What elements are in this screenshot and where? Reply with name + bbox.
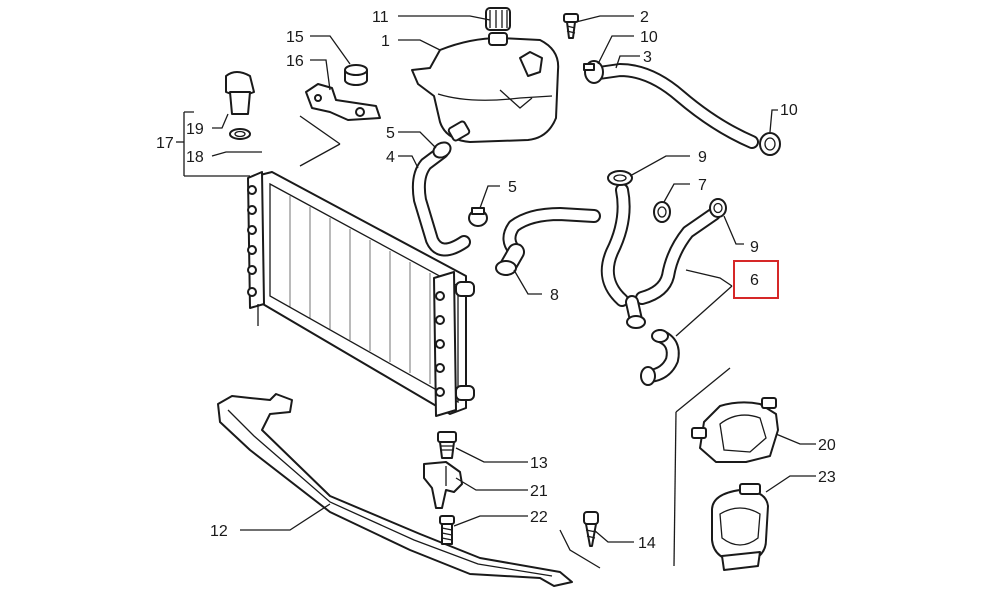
rubber-buffer-15 xyxy=(344,64,368,86)
screw-2 xyxy=(563,13,579,39)
label-8: 8 xyxy=(550,287,559,304)
hose-clamp-10-top xyxy=(583,60,604,84)
expansion-tank-cap xyxy=(485,7,511,31)
expansion-tank xyxy=(411,32,560,143)
hose-6-assembly xyxy=(600,183,721,386)
label-10-top: 10 xyxy=(640,29,658,46)
radiator-fins xyxy=(289,196,431,384)
highlight-box xyxy=(733,260,779,299)
sensor-21 xyxy=(423,461,463,509)
hose-clamp-5-right xyxy=(468,207,488,227)
hose-clamp-9-right xyxy=(709,198,727,218)
detail-box-outline xyxy=(673,367,731,567)
label-12: 12 xyxy=(210,523,228,540)
label-22: 22 xyxy=(530,509,548,526)
label-19: 19 xyxy=(186,121,204,138)
label-1: 1 xyxy=(381,33,390,50)
radiator-plug-19 xyxy=(225,71,255,115)
label-2: 2 xyxy=(640,9,649,26)
lower-crossmember-12 xyxy=(217,393,601,587)
label-3: 3 xyxy=(643,49,652,66)
highlighted-part-6: 6 xyxy=(733,260,779,299)
label-7: 7 xyxy=(698,177,707,194)
label-4: 4 xyxy=(386,149,395,166)
hose-clamp-9-top xyxy=(607,170,633,186)
radiator xyxy=(247,171,475,417)
label-9-right: 9 xyxy=(750,239,759,256)
seal-washer-18 xyxy=(229,128,251,140)
label-21: 21 xyxy=(530,483,548,500)
bolt-22 xyxy=(439,515,455,545)
label-5-right: 5 xyxy=(508,179,517,196)
label-9-top: 9 xyxy=(698,149,707,166)
label-6: 6 xyxy=(750,272,759,289)
label-16: 16 xyxy=(286,53,304,70)
label-11: 11 xyxy=(372,9,389,26)
temperature-sensor-13 xyxy=(437,431,457,459)
hose-3 xyxy=(585,63,759,149)
hose-clamp-7 xyxy=(653,201,671,223)
label-13: 13 xyxy=(530,455,548,472)
label-23: 23 xyxy=(818,469,836,486)
screw-14 xyxy=(583,511,599,547)
hose-8 xyxy=(495,207,601,276)
label-17: 17 xyxy=(156,135,174,152)
mounting-bracket-16 xyxy=(305,83,381,121)
label-5-upper: 5 xyxy=(386,125,395,142)
hose-clamp-5-upper xyxy=(432,141,452,159)
leader-lines xyxy=(176,15,816,543)
part-labels: 11 1 2 10 3 10 5 4 5 9 7 9 8 15 16 19 17… xyxy=(156,9,836,552)
hose-4 xyxy=(411,145,471,257)
label-10-right: 10 xyxy=(780,102,798,119)
clamp-23 xyxy=(711,483,769,571)
hose-clamp-10-right xyxy=(759,132,781,156)
clamp-20 xyxy=(691,397,779,463)
label-14: 14 xyxy=(638,535,656,552)
label-15: 15 xyxy=(286,29,304,46)
label-18: 18 xyxy=(186,149,204,166)
label-20: 20 xyxy=(818,437,836,454)
